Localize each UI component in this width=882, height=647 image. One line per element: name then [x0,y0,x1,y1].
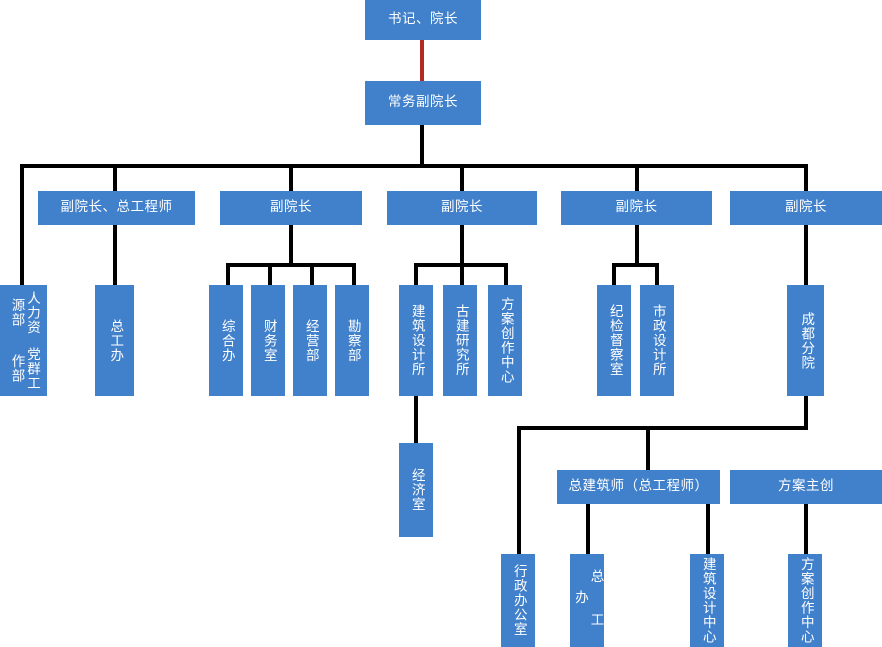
connector-bus-to-vp1 [113,164,117,192]
connector-vp3-to-gujian [460,263,464,285]
connector-ceo-to-deputy [420,40,424,81]
node-chief-engineer-office[interactable]: 总工办 [95,285,134,396]
node-municipal-design-institute[interactable]: 市政设计所 [640,285,674,396]
node-vice-president-3[interactable]: 副院长 [387,191,537,225]
connector-chengdu-bus [517,426,808,430]
connector-chengdu-drop [804,396,808,430]
node-finance-office[interactable]: 财务室 [251,285,285,396]
connector-vp3-to-arch [414,263,418,285]
connector-bus-to-hr [20,164,24,285]
connector-chief-arch-to-geo [586,504,590,554]
connector-vp3-to-fangan [504,263,508,285]
node-scheme-creation-center[interactable]: 方案创作中心 [488,285,522,396]
node-discipline-inspection-office[interactable]: 纪检督察室 [597,285,631,396]
node-architectural-design-center[interactable]: 建筑设计中心 [690,554,724,647]
node-secretary-president[interactable]: 书记、院长 [365,0,481,40]
node-hr-label: 人力资源部 [8,291,41,335]
node-vice-president-5[interactable]: 副院长 [730,191,882,225]
node-chengdu-branch[interactable]: 成都分院 [787,285,824,396]
connector-arch-to-economy [414,396,418,443]
node-administrative-office[interactable]: 行政办公室 [501,554,535,647]
connector-chengdu-to-admin [517,426,521,554]
node-survey-dept[interactable]: 勘察部 [335,285,369,396]
connector-vp4-to-jijian [612,263,616,285]
node-party-affairs-label: 党群工作部 [8,346,41,391]
connector-lead-designer-to-creative [804,504,808,554]
node-architectural-design-institute[interactable]: 建筑设计所 [399,285,433,396]
connector-bus-to-vp4 [635,164,639,192]
connector-vp2-to-jingying [310,263,314,285]
node-ancient-architecture-institute[interactable]: 古建研究所 [443,285,477,396]
node-lead-scheme-designer[interactable]: 方案主创 [730,470,882,504]
connector-vp4-bus [612,263,659,267]
node-vp-chief-engineer[interactable]: 副院长、总工程师 [38,191,195,225]
node-general-office[interactable]: 综合办 [209,285,243,396]
node-vice-president-2[interactable]: 副院长 [220,191,362,225]
connector-vp2-to-zonghe [226,263,230,285]
connector-main-bus [20,164,808,168]
connector-deputy-drop [420,125,424,167]
node-economics-office[interactable]: 经济室 [399,443,433,537]
connector-vp2-to-caiwu [268,263,272,285]
node-operations-dept[interactable]: 经营部 [293,285,327,396]
node-chief-architect[interactable]: 总建筑师（总工程师） [557,470,720,504]
connector-bus-to-vp3 [460,164,464,192]
connector-vp2-to-kancha [352,263,356,285]
connector-bus-to-vp2 [289,164,293,192]
connector-vp1-to-chief-eng-office [113,225,117,285]
connector-vp2-drop [289,225,293,265]
node-hr-and-party-affairs[interactable]: 人力资源部 党群工作部 [0,285,47,396]
node-branch-chief-engineer-office[interactable]: 总 工 办 [570,554,604,647]
connector-bus-to-vp5 [804,164,808,192]
connector-vp4-to-shizheng [655,263,659,285]
node-branch-scheme-creation-center[interactable]: 方案创作中心 [788,554,822,647]
connector-vp2-bus [226,263,356,267]
connector-chief-arch-to-arch-center [706,504,710,554]
connector-vp5-to-chengdu [804,225,808,285]
node-executive-vice-president[interactable]: 常务副院长 [365,81,481,125]
connector-chengdu-to-chief-arch [646,426,650,470]
connector-vp3-drop [460,225,464,265]
connector-vp4-drop [635,225,639,265]
node-vice-president-4[interactable]: 副院长 [561,191,712,225]
